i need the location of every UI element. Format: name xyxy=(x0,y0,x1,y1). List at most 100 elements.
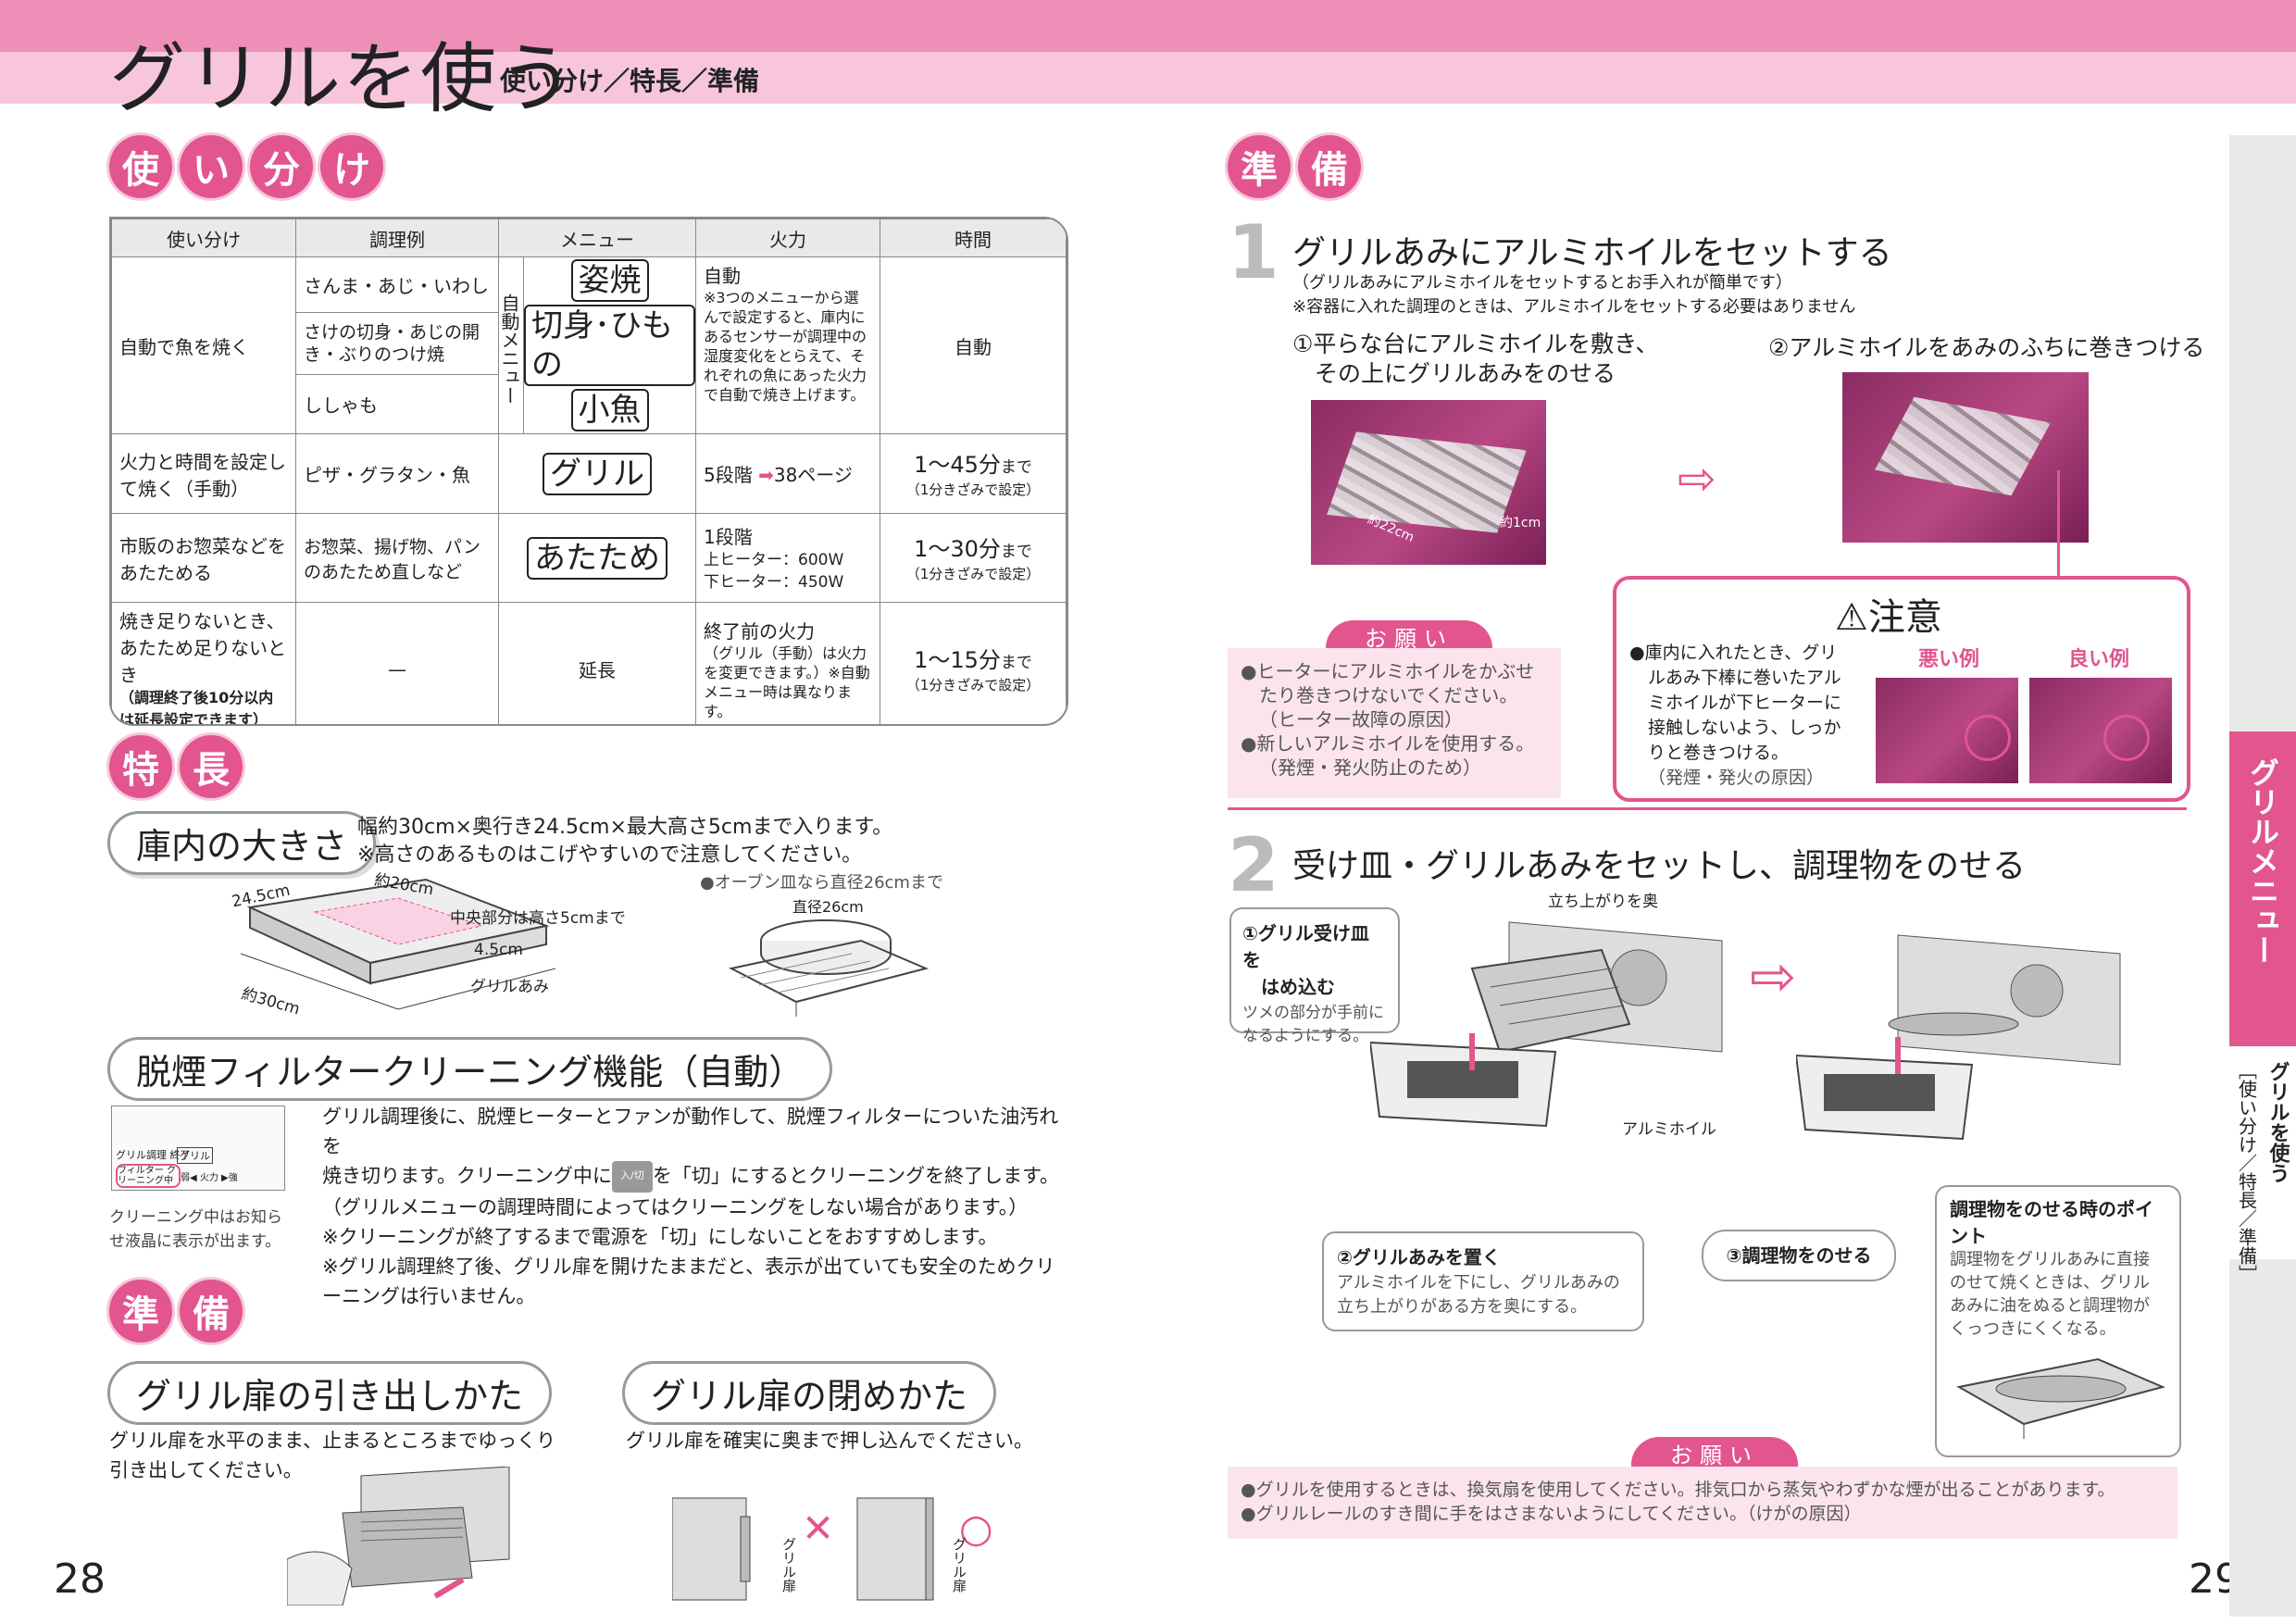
heat-title: 自動 xyxy=(704,265,741,287)
cell-example: さんま・あじ・いわし xyxy=(295,256,499,314)
menu-vertical-label: 自動メニュー xyxy=(498,257,524,433)
time-value: 1〜30分 xyxy=(914,536,1001,562)
side-tab-sub[interactable]: グリルを使う ［使い分け／特長／準備］ xyxy=(2229,1046,2296,1283)
step1-sub-text: その上にグリルあみをのせる xyxy=(1315,360,1616,387)
menu-button-grill: グリル xyxy=(543,452,652,495)
table-row: ししゃも xyxy=(112,373,1067,435)
step1-sub1: ①平らな台にアルミホイルを敷き、その上にグリルあみをのせる xyxy=(1292,330,1658,389)
callout-step-1: ①グリル受け皿を はめ込む ツメの部分が手前に なるようにする。 xyxy=(1229,907,1400,1045)
notice-line: （発煙・発火防止のため） xyxy=(1259,756,1481,779)
use-note: （調理終了後10分以内は延長設定できます） xyxy=(119,689,274,726)
lcd-display: グリル調理 終了 グリル フィルター クリーニング中 弱◀ 火力 ▶強 xyxy=(111,1106,285,1191)
cell-time: 1〜45分まで （1分きざみで設定） xyxy=(880,433,1067,514)
time-unit: まで xyxy=(1000,543,1032,561)
foil-image xyxy=(1327,431,1527,533)
callout-step-3: ③調理物をのせる xyxy=(1702,1230,1896,1281)
arrow-right-icon: ⇨ xyxy=(1678,452,1716,506)
section-heading-preparation-left: 準備 xyxy=(109,1280,250,1343)
side-tab-sublabel: ［使い分け／特長／準備］ xyxy=(2235,1061,2258,1283)
cell-heat: 終了前の火力（グリル（手動）は火力を変更できます。）※自動メニュー時は異なります… xyxy=(695,602,880,724)
warning-triangle-icon: ⚠ xyxy=(1835,596,1868,639)
callout-title: ①グリル受け皿を xyxy=(1242,922,1369,971)
notice-line: たり巻きつけないでください。 xyxy=(1259,684,1518,706)
side-tab-sublabel: グリルを使う xyxy=(2265,1061,2290,1183)
step1-sub2: ②アルミホイルをあみのふちに巻きつける xyxy=(1768,334,2205,361)
heat-note: （グリル（手動）は火力を変更できます。）※自動メニュー時は異なります。 xyxy=(704,644,870,720)
arrow-right-icon: ⇨ xyxy=(1750,944,1797,1009)
onegai-notice-1: ●ヒーターにアルミホイルをかぶせ たり巻きつけないでください。 （ヒーター故障の… xyxy=(1228,648,1561,798)
door-close-diagram xyxy=(672,1497,934,1601)
filter-description: グリル調理後に、脱煙ヒーターとファンが動作して、脱煙フィルターについた油汚れを … xyxy=(322,1102,1074,1311)
door-label: グリル扉 xyxy=(780,1537,797,1593)
heat-note: ※3つのメニューから選んで設定すると、庫内にあるセンサーが調理中の湿度変化をとら… xyxy=(704,289,867,404)
callout-body: ツメの部分が手前に xyxy=(1242,1004,1384,1022)
filter-text-line: 焼き切ります。クリーニング中に入/切を「切」にするとクリーニングを終了します。 xyxy=(322,1161,1074,1193)
onegai-tab: お願い xyxy=(1631,1437,1798,1468)
cell-menu: 延長 xyxy=(498,602,696,724)
time-note: （1分きざみで設定） xyxy=(905,481,1041,498)
lcd-text: 弱◀ 火力 ▶強 xyxy=(181,1173,238,1183)
caution-heading: ⚠注意 xyxy=(1835,587,1942,641)
usage-table-frame: 使い分け 調理例 メニュー 火力 時間 自動で魚を焼く さんま・あじ・いわし 自… xyxy=(109,217,1068,726)
caution-line: ミホイルが下ヒーターに xyxy=(1648,693,1842,713)
step1-note: ※容器に入れた調理のときは、アルミホイルをセットする必要はありません xyxy=(1292,297,1856,317)
callout-title: はめ込む xyxy=(1261,976,1335,998)
menu-button-kirimi: 切身･ひもの xyxy=(524,304,695,386)
notice-line: ●新しいアルミホイルを使用する。 xyxy=(1241,732,1535,755)
caution-text: ●庫内に入れたとき、グリ ルあみ下棒に巻いたアル ミホイルが下ヒーターに 接触し… xyxy=(1629,641,1841,791)
time-unit: まで xyxy=(1000,458,1032,477)
heading-char: 備 xyxy=(1298,135,1361,198)
notice-line: ●グリルを使用するときは、換気扇を使用してください。排気口から蒸気やわずかな煙が… xyxy=(1241,1480,2115,1500)
photo-foil-wrapped xyxy=(1842,372,2089,543)
label-aluminum: アルミホイル xyxy=(1622,1120,1716,1139)
table-header-row: 使い分け 調理例 メニュー 火力 時間 xyxy=(111,219,1067,257)
grill-setup-illustration-1 xyxy=(1370,921,1723,1128)
table-header: 調理例 xyxy=(295,219,499,257)
caution-line: 接触しないよう、しっか xyxy=(1648,718,1841,738)
caution-box: ⚠注意 ●庫内に入れたとき、グリ ルあみ下棒に巻いたアル ミホイルが下ヒーターに… xyxy=(1613,576,2190,802)
divider-line xyxy=(1228,807,2187,810)
table-header: 時間 xyxy=(880,219,1067,257)
cell-menu-auto: 自動メニュー 姿焼 切身･ひもの 小魚 xyxy=(498,256,696,434)
pill-chamber-size: 庫内の大きさ xyxy=(107,811,377,875)
notice-line: ●ヒーターにアルミホイルをかぶせ xyxy=(1241,660,1535,682)
callout-step-2: ②グリルあみを置く アルミホイルを下にし、グリルあみの 立ち上がりがある方を奥に… xyxy=(1322,1231,1644,1331)
callout-title: ②グリルあみを置く xyxy=(1337,1246,1501,1268)
caution-line: ルあみ下棒に巻いたアル xyxy=(1648,668,1841,688)
cell-example: ししゃも xyxy=(295,373,499,435)
callout-body: 調理物をグリルあみに直接 xyxy=(1950,1250,2150,1269)
heading-char: い xyxy=(180,135,243,198)
arrow-icon: ➡ xyxy=(758,464,774,486)
usage-table: 使い分け 調理例 メニュー 火力 時間 自動で魚を焼く さんま・あじ・いわし 自… xyxy=(111,219,1067,726)
highlight-circle xyxy=(1965,715,2011,761)
cell-use: 自動で魚を焼く xyxy=(111,256,296,434)
good-example-label: 良い例 xyxy=(2068,648,2130,671)
side-tab-label: グリルメニュー xyxy=(2245,757,2280,965)
header-band-top xyxy=(0,0,2296,52)
page-ref: 38ページ xyxy=(773,464,853,486)
heading-char: 準 xyxy=(1228,135,1291,198)
cell-use: 焼き足りないとき、あたため足りないとき（調理終了後10分以内は延長設定できます） xyxy=(111,602,296,726)
table-row: 火力と時間を設定して焼く（手動） ピザ・グラタン・魚 グリル 5段階 ➡38ペー… xyxy=(111,433,1067,514)
table-row: 焼き足りないとき、あたため足りないとき（調理終了後10分以内は延長設定できます）… xyxy=(111,602,1067,726)
caution-line: ●庫内に入れたとき、グリ xyxy=(1629,643,1838,663)
cell-example: さけの切身・あじの開き・ぶりのつけ焼 xyxy=(295,312,499,375)
use-text: 焼き足りないとき、あたため足りないとき xyxy=(119,610,286,686)
menu-button-sugatayaki: 姿焼 xyxy=(570,258,649,302)
time-value: 1〜45分 xyxy=(914,452,1001,478)
filter-text: 焼き切ります。クリーニング中に xyxy=(322,1165,612,1187)
step1-note: （グリルあみにアルミホイルをセットするとお手入れが簡単です） xyxy=(1292,273,1792,293)
section-heading-usage: 使い分け xyxy=(109,135,391,198)
heading-char: 長 xyxy=(180,735,243,798)
side-tab-active[interactable]: グリルメニュー xyxy=(2229,731,2296,1046)
time-unit: まで xyxy=(1000,654,1032,672)
power-button-icon: 入/切 xyxy=(611,1161,653,1193)
filter-text: ※グリル調理終了後、グリル扉を開けたままだと、表示が出ていても安全のためクリーニ… xyxy=(322,1255,1055,1307)
cell-example: — xyxy=(295,602,499,724)
menu-button-atatame: あたため xyxy=(527,536,668,580)
foil-image xyxy=(1874,396,2052,496)
callout-body: くっつきにくくなる。 xyxy=(1950,1319,2116,1339)
door-close-text: グリル扉を確実に奥まで押し込んでください。 xyxy=(626,1430,1033,1452)
table-row: さけの切身・あじの開き・ぶりのつけ焼 xyxy=(112,312,1067,375)
heading-char: 準 xyxy=(109,1280,172,1343)
